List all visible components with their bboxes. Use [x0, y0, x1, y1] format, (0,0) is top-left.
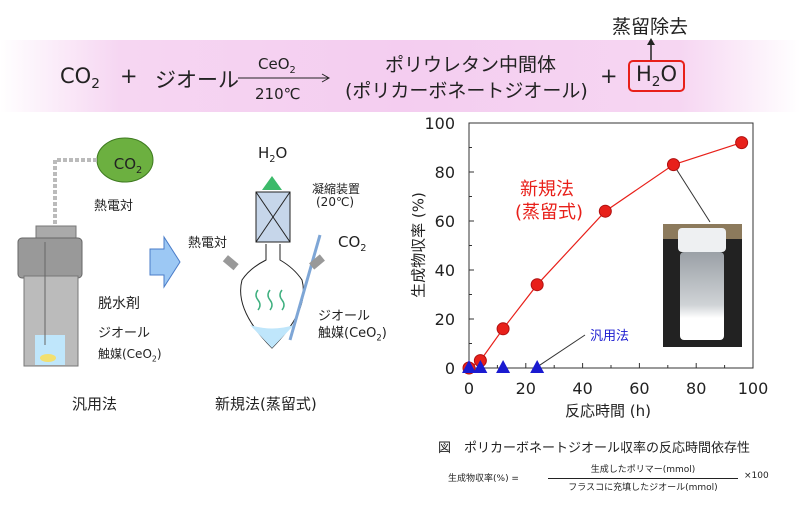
product-subname: (ポリカーボネートジオール) — [345, 80, 588, 102]
dehydrating-agent-label: 脱水剤 — [98, 296, 140, 312]
conventional-point — [462, 360, 476, 373]
plus-sign: + — [120, 64, 138, 88]
new-method-point — [530, 278, 544, 292]
series-label-conventional: 汎用法 — [590, 329, 630, 344]
reaction-arrow — [238, 73, 331, 83]
photo-pointer-line — [673, 164, 711, 223]
water-box: H2O — [628, 60, 686, 93]
formula-multiplier: ×100 — [744, 471, 769, 481]
catalyst-label: CeO2 — [258, 55, 296, 76]
y-tick-label: 20 — [435, 310, 455, 329]
new-method-caption: 新規法(蒸留式) — [215, 395, 317, 413]
yield-chart: 0 20 40 60 80 100 0 20 40 60 80 100 — [424, 114, 769, 398]
y-tick-label: 40 — [435, 261, 455, 280]
formula-numerator: 生成したポリマー(mmol) — [548, 462, 738, 479]
series-label-new-sub: (蒸留式) — [515, 202, 584, 223]
series-label-new: 新規法 — [520, 179, 574, 200]
reactant-diol: ジオール — [155, 68, 239, 92]
conventional-diol-label: ジオール — [98, 326, 151, 341]
x-tick-label: 20 — [516, 379, 536, 398]
conventional-point — [530, 360, 545, 373]
conventional-pointer-line — [538, 334, 586, 366]
plus-sign-2: + — [600, 64, 618, 88]
y-tick-label: 0 — [445, 359, 455, 378]
equation-band — [0, 40, 800, 112]
new-diol-label: ジオール — [318, 309, 371, 324]
y-tick-label: 60 — [435, 212, 455, 231]
new-method-point — [598, 204, 612, 218]
co2-tank-label: CO2 — [113, 155, 143, 176]
y-axis-label: 生成物収率 (%) — [409, 192, 428, 298]
removal-arrow — [647, 38, 655, 60]
x-tick-label: 60 — [629, 379, 649, 398]
new-water-label: H2O — [258, 144, 288, 165]
new-thermocouple-label: 熱電対 — [188, 236, 228, 251]
y-tick-label: 100 — [424, 114, 455, 133]
conventional-point — [473, 360, 488, 373]
conventional-point — [496, 360, 511, 373]
formula-denominator: フラスコに充填したジオール(mmol) — [568, 483, 718, 493]
conventional-caption: 汎用法 — [72, 395, 118, 413]
conventional-thermocouple-label: 熱電対 — [94, 199, 134, 214]
reactant-co2: CO2 — [60, 64, 100, 93]
x-tick-label: 100 — [738, 379, 769, 398]
distillation-apparatus-illustration — [222, 176, 325, 349]
new-catalyst-label: 触媒(CeO2) — [318, 326, 387, 343]
new-co2-label: CO2 — [338, 233, 367, 254]
removal-label: 蒸留除去 — [612, 16, 689, 38]
transition-arrow-icon — [149, 235, 181, 289]
sample-vial-photo — [663, 224, 742, 347]
new-method-point — [735, 136, 749, 150]
new-method-point — [496, 322, 510, 336]
figure-caption: 図 ポリカーボネートジオール収率の反応時間依存性 — [438, 441, 751, 456]
formula-lhs: 生成物収率(%) = — [448, 474, 519, 484]
conventional-catalyst-label: 触媒(CeO2) — [98, 347, 162, 364]
x-axis-label: 反応時間 (h) — [565, 402, 651, 420]
x-tick-label: 0 — [464, 379, 474, 398]
temperature-label: 210℃ — [255, 85, 301, 103]
product-name: ポリウレタン中間体 — [385, 54, 557, 76]
condenser-label: 凝縮装置 — [312, 182, 361, 196]
conventional-reactor-illustration — [17, 137, 154, 367]
x-tick-label: 80 — [686, 379, 706, 398]
x-tick-label: 40 — [572, 379, 592, 398]
y-tick-label: 80 — [435, 163, 455, 182]
condenser-temp-label: (20℃) — [316, 195, 355, 209]
new-method-point — [666, 158, 680, 172]
